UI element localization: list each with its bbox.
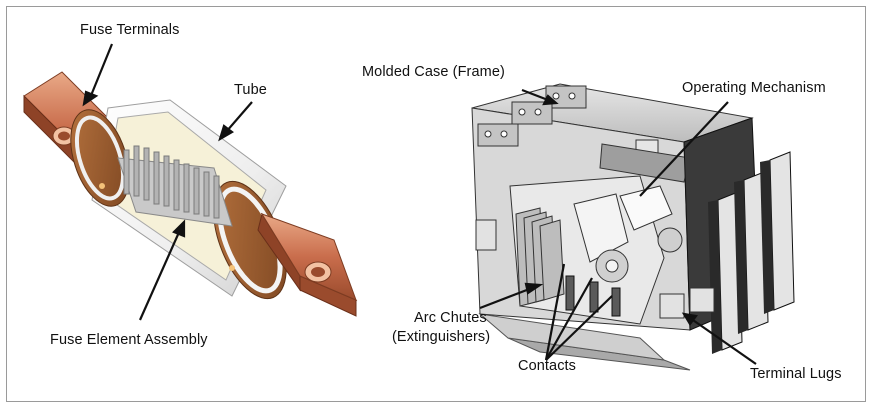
fuse-element-assembly xyxy=(117,145,233,227)
label-contacts: Contacts xyxy=(518,358,577,374)
label-fuse-element-assembly: Fuse Element Assembly xyxy=(50,332,208,348)
label-extinguishers: (Extinguishers) xyxy=(392,329,491,345)
fuse-terminal-right xyxy=(257,212,358,317)
terminal-lugs xyxy=(475,219,715,319)
label-arc-chutes: Arc Chutes xyxy=(414,310,487,326)
label-operating-mechanism: Operating Mechanism xyxy=(682,80,826,96)
label-molded-case: Molded Case (Frame) xyxy=(362,64,505,80)
breaker-interior xyxy=(509,175,683,325)
leader-arrows xyxy=(82,43,757,365)
label-fuse-terminals: Fuse Terminals xyxy=(80,22,180,38)
fuse-illustration xyxy=(23,71,358,317)
terminal-lug-fins xyxy=(683,117,795,354)
label-tube: Tube xyxy=(234,82,267,98)
arc-chute-plates xyxy=(515,207,565,307)
circuit-breaker-illustration xyxy=(471,83,795,371)
contacts-assembly xyxy=(565,275,621,317)
label-terminal-lugs: Terminal Lugs xyxy=(750,366,842,382)
